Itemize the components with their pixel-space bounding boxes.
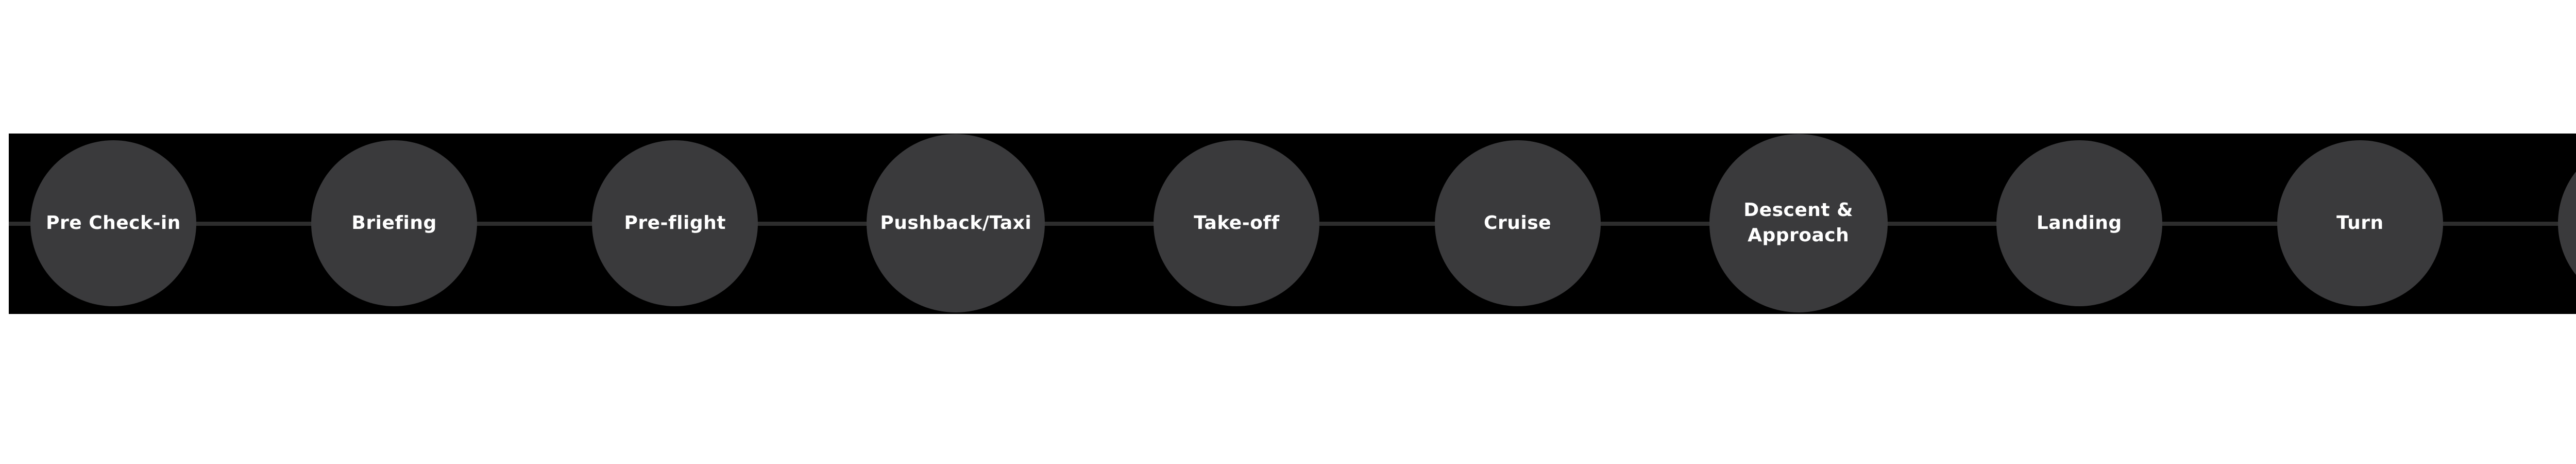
- step-label-pre-flight: Pre-flight: [624, 212, 726, 234]
- step-circle-landing: Landing: [1996, 140, 2162, 306]
- step-circle-pushback-taxi: Pushback/Taxi: [867, 134, 1045, 312]
- step-circle-take-off: Take-off: [1154, 140, 1320, 306]
- step-circle-briefing: Briefing: [311, 140, 478, 306]
- step-label-landing: Landing: [2036, 212, 2122, 234]
- step-label-cruise: Cruise: [1484, 212, 1552, 234]
- step-label-take-off: Take-off: [1194, 212, 1280, 234]
- step-label-descent-approach: Descent & Approach: [1743, 200, 1854, 246]
- timeline-band: Pre Check-in Briefing Pre-flight Pushback/T…: [9, 134, 2576, 314]
- step-label-pushback-taxi: Pushback/Taxi: [880, 212, 1032, 234]
- step-circle-turn: Turn: [2277, 140, 2443, 306]
- step-circle-cruise: Cruise: [1434, 140, 1601, 306]
- step-label-turn: Turn: [2336, 212, 2384, 234]
- step-circle-pre-check-in: Pre Check-in: [30, 140, 196, 306]
- step-label-pre-check-in: Pre Check-in: [46, 212, 181, 234]
- step-circle-pre-flight: Pre-flight: [592, 140, 758, 306]
- step-circle-at-the-gate: At the gate: [2558, 140, 2576, 306]
- step-label-briefing: Briefing: [351, 212, 437, 234]
- step-circle-descent-approach: Descent & Approach: [1709, 134, 1888, 312]
